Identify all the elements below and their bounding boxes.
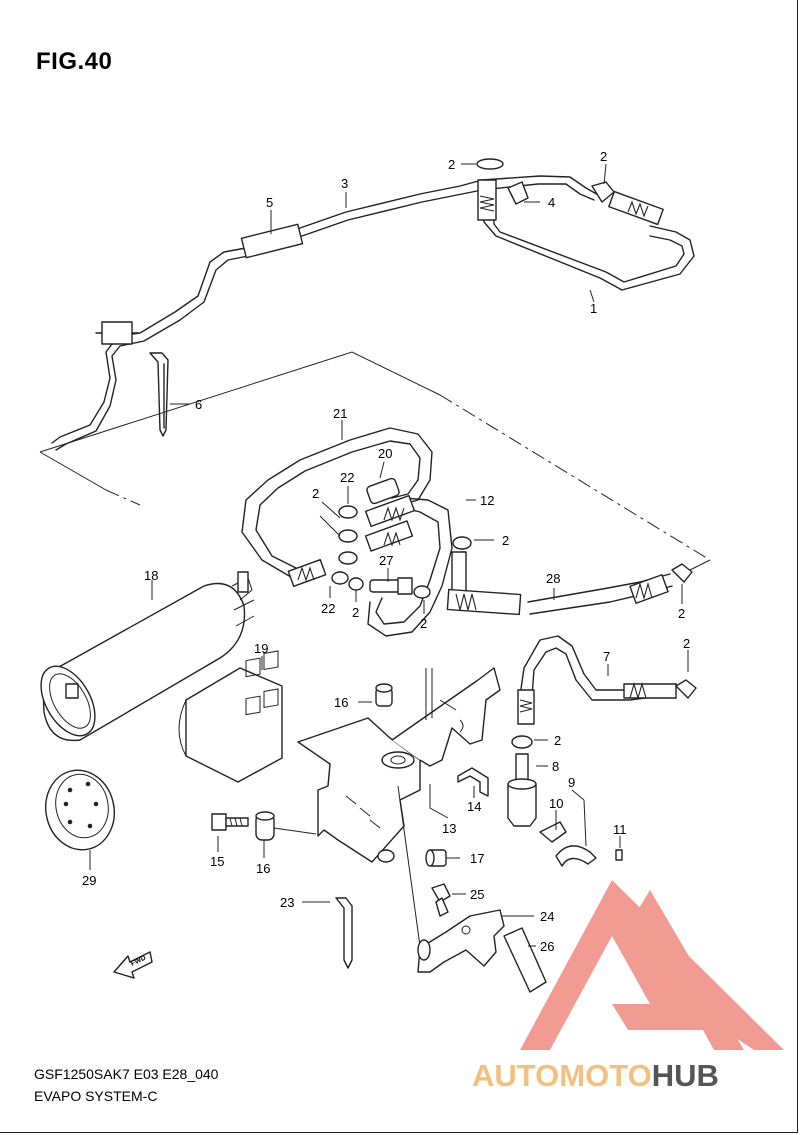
clip-4 (507, 181, 529, 205)
valve-8 (507, 735, 537, 827)
callout-21: 21 (333, 406, 347, 421)
callout-27: 27 (379, 553, 393, 568)
pad-26 (503, 927, 547, 993)
callout-10: 10 (549, 796, 563, 811)
callout-13: 13 (442, 821, 456, 836)
callout-2: 2 (554, 733, 561, 748)
system-name: EVAPO SYSTEM-C (34, 1088, 158, 1104)
bolt-25 (431, 883, 451, 917)
canister-18 (40, 571, 255, 742)
callout-7: 7 (603, 649, 610, 664)
callout-19: 19 (254, 641, 268, 656)
clamp-2-top-right (591, 181, 615, 203)
callout-2: 2 (352, 605, 359, 620)
callout-8: 8 (552, 759, 559, 774)
bracket-13 (297, 667, 501, 947)
callout-29: 29 (82, 873, 96, 888)
figure-title: FIG.40 (36, 48, 113, 75)
callout-2: 2 (502, 533, 509, 548)
callout-23: 23 (280, 895, 294, 910)
fwd-arrow-icon: FWD (113, 951, 153, 979)
callout-2: 2 (420, 616, 427, 631)
cap-29 (45, 769, 115, 851)
callout-24: 24 (540, 909, 554, 924)
watermark-logo (520, 880, 784, 1050)
callout-16: 16 (334, 695, 348, 710)
hose-clamp-block (101, 321, 133, 345)
clamps-22 (331, 505, 364, 591)
leader-lines (89, 163, 689, 947)
callout-2: 2 (683, 636, 690, 651)
assembly-boundary (39, 351, 711, 571)
watermark-text: AUTOMOTOHUB (472, 1058, 719, 1093)
cable-tie-23 (335, 897, 353, 969)
callout-14: 14 (467, 799, 481, 814)
callout-2: 2 (678, 606, 685, 621)
hose-3-assembly (51, 175, 601, 451)
callouts: 2 2 3 4 5 6 1 21 22 20 2 12 2 18 27 28 2… (82, 149, 690, 954)
cable-tie-6 (149, 352, 169, 437)
callout-9: 9 (568, 775, 575, 790)
callout-20: 20 (378, 446, 392, 461)
bracket-9-10 (539, 799, 623, 867)
callout-25: 25 (470, 887, 484, 902)
collar-17 (425, 849, 447, 867)
callout-2: 2 (312, 486, 319, 501)
plug-20 (366, 477, 400, 505)
callout-26: 26 (540, 939, 554, 954)
bolt-15 (211, 813, 249, 831)
callout-22: 22 (340, 470, 354, 485)
callout-18: 18 (144, 568, 158, 583)
callout-12: 12 (480, 493, 494, 508)
callout-4: 4 (548, 195, 555, 210)
hose-7 (517, 635, 697, 725)
callout-28: 28 (546, 571, 560, 586)
cover-19 (178, 650, 283, 783)
callout-15: 15 (210, 854, 224, 869)
clamp-2-top (476, 158, 504, 170)
callout-1: 1 (590, 301, 597, 316)
callout-2: 2 (600, 149, 607, 164)
callout-6: 6 (195, 397, 202, 412)
bracket-24 (417, 909, 505, 973)
callout-22: 22 (321, 601, 335, 616)
joint-27 (369, 577, 431, 599)
grommet-16-bottom (255, 811, 275, 841)
clip-14 (457, 767, 489, 797)
callout-16: 16 (256, 861, 270, 876)
hose-1-assembly (476, 158, 695, 291)
callout-3: 3 (341, 176, 348, 191)
callout-17: 17 (470, 851, 484, 866)
damper-5 (240, 223, 304, 259)
hose-28 (446, 536, 693, 616)
callout-5: 5 (266, 195, 273, 210)
hose-21-loop (241, 427, 433, 588)
screw-11 (615, 849, 623, 861)
callout-2: 2 (448, 157, 455, 172)
figure-code: GSF1250SAK7 E03 E28_040 (34, 1066, 219, 1082)
callout-11: 11 (613, 822, 627, 837)
